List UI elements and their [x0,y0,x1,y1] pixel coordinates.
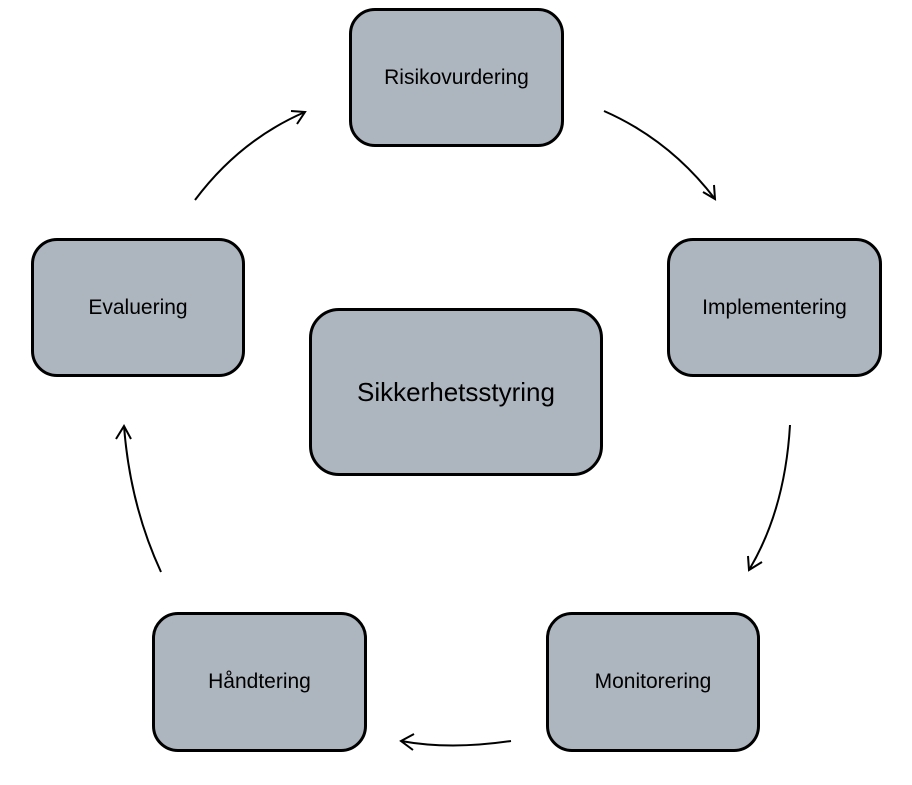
step-box-risikovurdering: Risikovurdering [349,8,564,147]
step-label-evaluering: Evaluering [88,295,188,319]
arrow-risikovurdering-to-implementering [603,110,717,201]
step-label-risikovurdering: Risikovurdering [384,65,529,89]
arrow-implementering-to-monitorering [747,424,791,572]
arrow-monitorering-to-handtering [399,733,512,751]
step-label-implementering: Implementering [702,295,847,319]
step-box-monitorering: Monitorering [546,612,760,752]
step-box-implementering: Implementering [667,238,882,377]
step-box-evaluering: Evaluering [31,238,245,377]
arrow-evaluering-to-risikovurdering [194,110,307,201]
center-label: Sikkerhetsstyring [357,376,555,407]
step-label-handtering: Håndtering [208,670,311,693]
arrow-handtering-to-evaluering [115,423,162,573]
center-box: Sikkerhetsstyring [309,308,603,476]
step-box-handtering: Håndtering [152,612,367,752]
step-label-monitorering: Monitorering [594,670,712,693]
